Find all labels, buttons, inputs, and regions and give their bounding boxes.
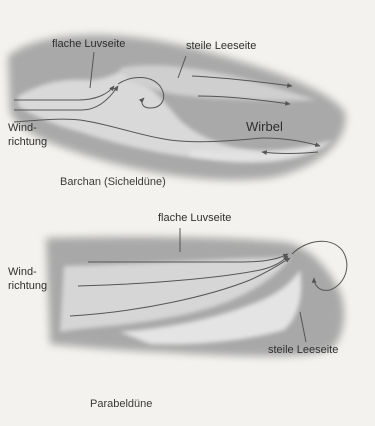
- label-wirbel: Wirbel: [246, 120, 283, 133]
- caption-barchan: Barchan (Sicheldüne): [60, 176, 166, 188]
- parabolic-dune: [46, 228, 347, 356]
- label-lee-bottom: steile Leeseite: [268, 344, 338, 357]
- caption-parabolic: Parabeldüne: [90, 398, 152, 410]
- barchan-dune: [8, 35, 346, 180]
- label-lee-top: steile Leeseite: [186, 40, 256, 53]
- label-wind-bottom-1: Wind-: [8, 266, 37, 279]
- label-wind-top-1: Wind-: [8, 122, 37, 135]
- label-luv-bottom: flache Luvseite: [158, 212, 231, 225]
- label-wind-bottom-2: richtung: [8, 280, 47, 293]
- label-luv-top: flache Luvseite: [52, 38, 125, 51]
- label-wind-top-2: richtung: [8, 136, 47, 149]
